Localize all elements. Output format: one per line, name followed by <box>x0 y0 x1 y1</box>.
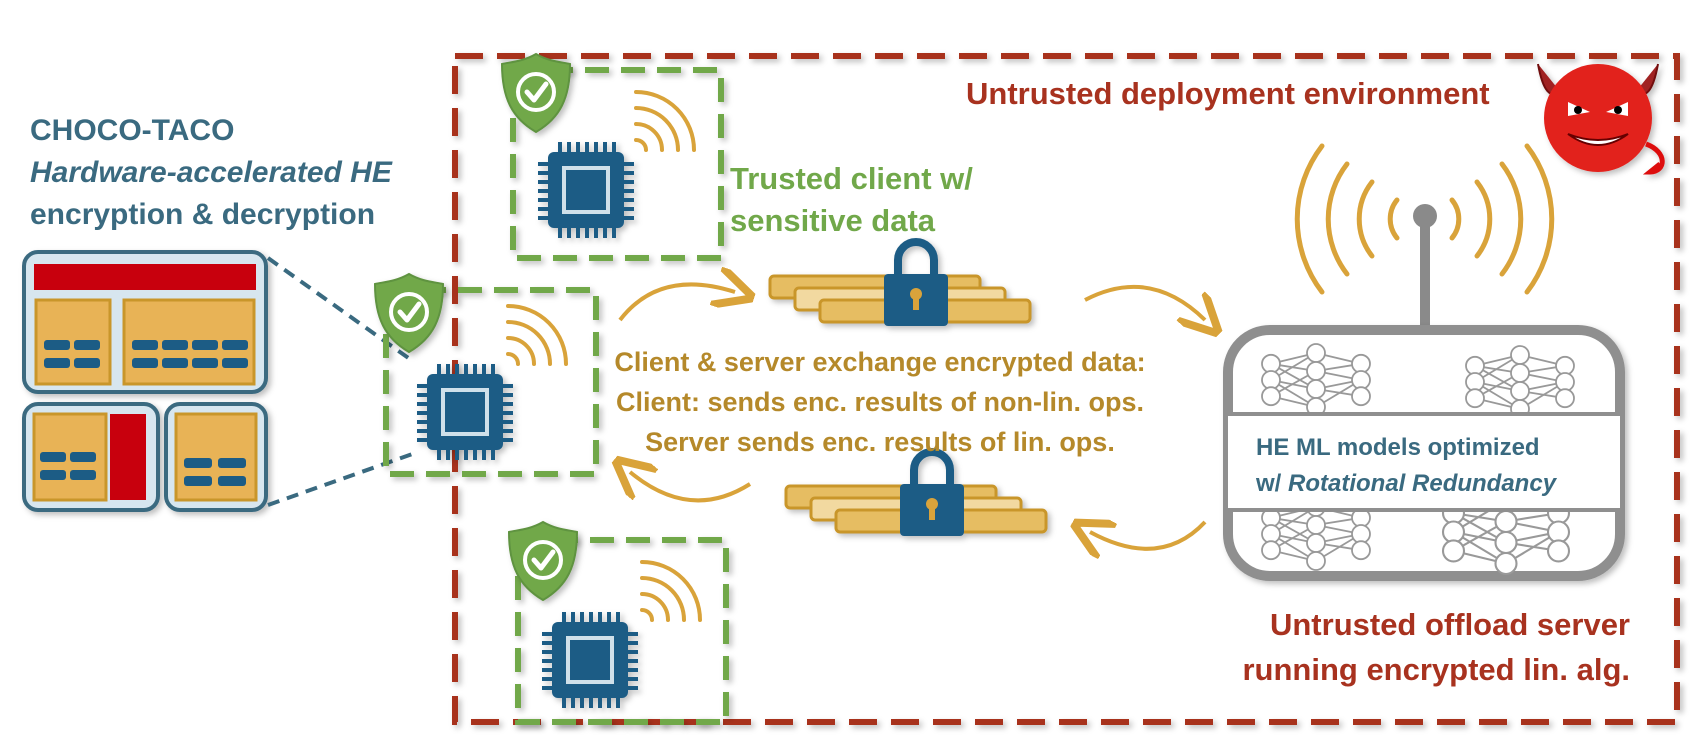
client-top-boundary <box>510 67 724 261</box>
encrypted-data-bottom <box>784 452 1048 536</box>
model-label-line2: w/ Rotational Redundancy <box>1256 466 1556 502</box>
cpu-chip-icon <box>415 362 515 462</box>
untrusted-environment-label: Untrusted deployment environment <box>966 76 1490 111</box>
model-label-panel <box>1224 412 1624 512</box>
curved-arrow-icon <box>618 284 735 322</box>
wireless-signal-icon <box>506 304 568 366</box>
client-bottom <box>509 522 729 725</box>
client-label-line1: Trusted client w/ <box>730 161 973 196</box>
trusted-client-label: Trusted client w/ sensitive data <box>730 158 973 242</box>
chip-connector-bottom <box>267 450 419 507</box>
choco-taco-label: CHOCO-TACO Hardware-accelerated HE encry… <box>30 110 392 236</box>
chip-subtitle: Hardware-accelerated HE <box>30 156 392 189</box>
lock-icon <box>884 242 948 326</box>
devil-icon <box>1537 63 1665 175</box>
chip-description: encryption & decryption <box>30 198 376 231</box>
antenna-icon <box>1294 143 1555 330</box>
server-label-line2: running encrypted lin. alg. <box>1242 652 1630 687</box>
lock-icon <box>900 452 964 536</box>
wireless-signal-icon <box>640 560 702 622</box>
curved-arrow-icon <box>1084 284 1205 320</box>
wireless-signal-icon <box>634 90 696 152</box>
client-top <box>502 54 724 261</box>
model-label: HE ML models optimized w/ Rotational Red… <box>1256 430 1556 502</box>
client-middle <box>375 274 599 477</box>
model-label-line1: HE ML models optimized <box>1256 434 1540 461</box>
curved-arrow-icon <box>1090 522 1207 549</box>
cpu-chip-icon <box>536 140 636 240</box>
model-label-prefix: w/ <box>1256 470 1289 497</box>
choco-taco-chip-diagram <box>22 250 268 512</box>
client-bottom-boundary <box>515 537 729 725</box>
model-label-italic: Rotational Redundancy <box>1288 470 1557 497</box>
exchange-line3: Server sends enc. results of lin. ops. <box>645 427 1115 457</box>
exchange-line1: Client & server exchange encrypted data: <box>614 347 1146 377</box>
cpu-chip-icon <box>540 610 640 710</box>
encrypted-data-top <box>768 242 1032 326</box>
exchange-description: Client & server exchange encrypted data:… <box>560 342 1200 462</box>
server-label-line1: Untrusted offload server <box>1269 607 1630 642</box>
client-middle-boundary <box>383 287 599 477</box>
curved-arrow-icon <box>630 472 752 503</box>
chip-connector-top <box>266 256 416 364</box>
client-label-line2: sensitive data <box>730 203 936 238</box>
untrusted-environment-boundary <box>452 53 1680 725</box>
chip-name: CHOCO-TACO <box>30 114 235 147</box>
offload-server-label: Untrusted offload server running encrypt… <box>1180 602 1630 692</box>
exchange-line2: Client: sends enc. results of non-lin. o… <box>615 387 1145 417</box>
